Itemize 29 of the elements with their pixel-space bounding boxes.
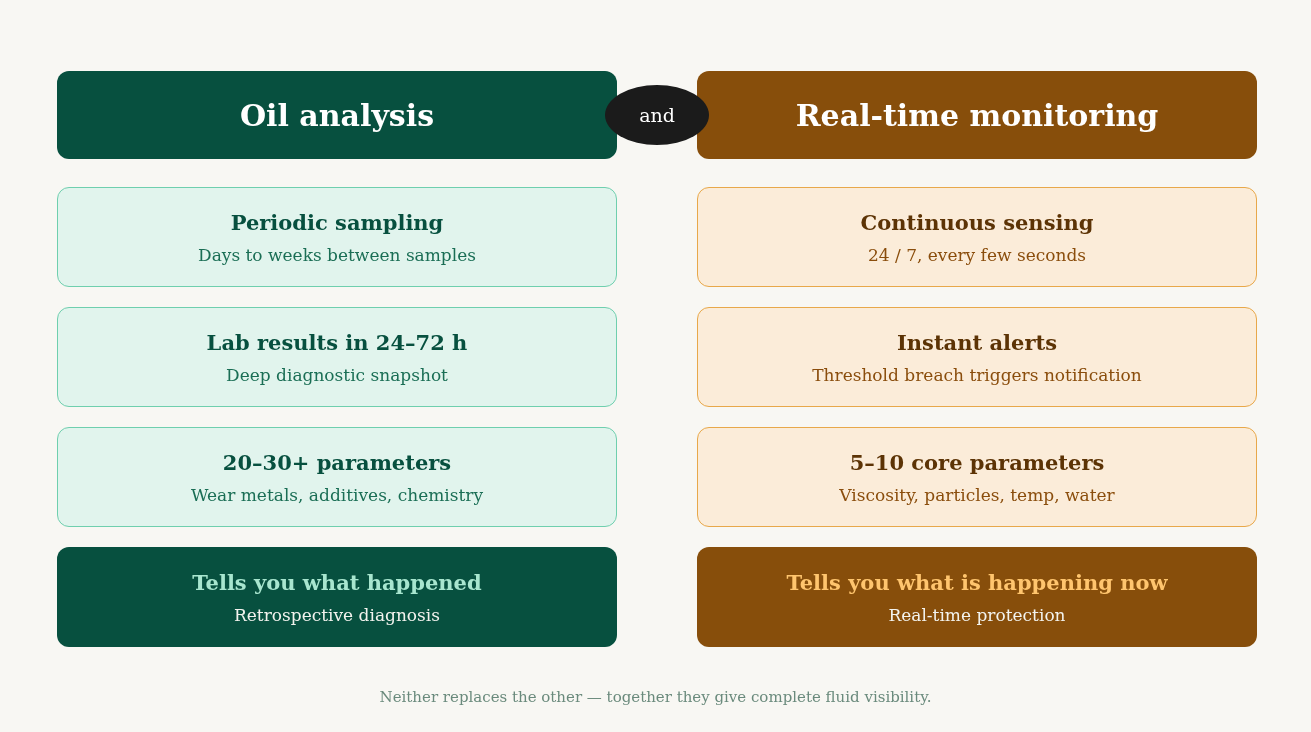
feature-card xyxy=(697,427,1257,527)
card-subtitle: 24 / 7, every few seconds xyxy=(867,244,1087,265)
card-subtitle: Viscosity, particles, temp, water xyxy=(839,484,1115,505)
card-subtitle: Days to weeks between samples xyxy=(198,244,476,265)
card-subtitle: Deep diagnostic snapshot xyxy=(226,364,448,385)
header-title: Real-time monitoring xyxy=(795,97,1159,133)
card-subtitle: Real-time protection xyxy=(888,604,1066,625)
feature-card xyxy=(57,307,617,407)
feature-card xyxy=(697,187,1257,287)
card-subtitle: Wear metals, additives, chemistry xyxy=(190,484,484,505)
card-subtitle: Retrospective diagnosis xyxy=(234,604,440,625)
card-title: Lab results in 24–72 h xyxy=(206,329,468,355)
card-title: Tells you what happened xyxy=(192,569,482,595)
column-header xyxy=(57,71,617,159)
card-title: Periodic sampling xyxy=(230,209,444,235)
card-title: Continuous sensing xyxy=(860,209,1094,235)
card-title: 5–10 core parameters xyxy=(849,449,1105,475)
feature-card xyxy=(57,187,617,287)
feature-card xyxy=(697,307,1257,407)
card-title: Tells you what is happening now xyxy=(786,569,1168,595)
summary-card xyxy=(57,547,617,647)
feature-card xyxy=(57,427,617,527)
header-title: Oil analysis xyxy=(239,97,435,133)
caption: Neither replaces the other — together they give complete fluid visibility. xyxy=(378,688,933,706)
card-subtitle: Threshold breach triggers notification xyxy=(812,364,1142,385)
summary-card xyxy=(697,547,1257,647)
card-title: Instant alerts xyxy=(896,329,1057,355)
column-header xyxy=(697,71,1257,159)
card-title: 20–30+ parameters xyxy=(222,449,452,475)
